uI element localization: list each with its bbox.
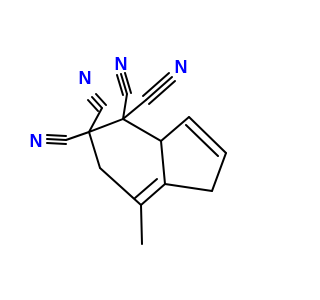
molecule-canvas: N N N N bbox=[29, 54, 227, 245]
triple-bond-left-cn-1 bbox=[46, 138, 67, 141]
nitrogen-label-top-right: N bbox=[175, 57, 188, 77]
nitrogen-label-top-left: N bbox=[115, 54, 128, 74]
triple-bond-mid-cn-3 bbox=[87, 99, 99, 112]
triple-bond-left-cn-2 bbox=[46, 142, 67, 145]
bond-c5-c4 bbox=[88, 118, 124, 133]
triple-bond-left-cn-3 bbox=[46, 134, 67, 137]
triple-bond-top-left-cn-1 bbox=[120, 73, 128, 95]
bond-c7a-c7-b bbox=[134, 178, 158, 199]
triple-bond-top-right-cn-1 bbox=[145, 76, 173, 101]
bond-c3-c2-a bbox=[188, 116, 227, 154]
bond-c7a-c3a bbox=[160, 140, 166, 185]
bond-c7-methyl bbox=[140, 204, 143, 245]
bond-c6-c5 bbox=[88, 131, 101, 169]
nitrogen-label-left: N bbox=[30, 131, 43, 151]
bond-c7-c6 bbox=[99, 167, 142, 206]
bond-c4-cn1 bbox=[122, 93, 128, 120]
nitrogen-label-middle: N bbox=[79, 68, 92, 88]
triple-bond-top-right-cn-2 bbox=[148, 80, 176, 105]
bond-c3a-c3 bbox=[160, 116, 190, 142]
triple-bond-top-left-cn-2 bbox=[124, 72, 132, 94]
bond-c5-cn4 bbox=[65, 131, 90, 141]
bond-c3-c2-b bbox=[185, 124, 219, 157]
bond-c7a-c7-a bbox=[140, 183, 166, 206]
triple-bond-top-right-cn-3 bbox=[142, 72, 170, 97]
bond-c1-c7a bbox=[164, 183, 213, 192]
bond-c4-cn2 bbox=[122, 99, 147, 120]
bond-c5-cn3 bbox=[88, 107, 103, 133]
bond-c4-c3a bbox=[122, 118, 162, 142]
triple-bond-mid-cn-1 bbox=[91, 96, 103, 109]
triple-bond-top-left-cn-3 bbox=[116, 74, 124, 96]
bond-c2-c1 bbox=[211, 152, 227, 192]
triple-bond-mid-cn-2 bbox=[95, 93, 107, 106]
molecule-diagram: N N N N bbox=[30, 54, 227, 245]
